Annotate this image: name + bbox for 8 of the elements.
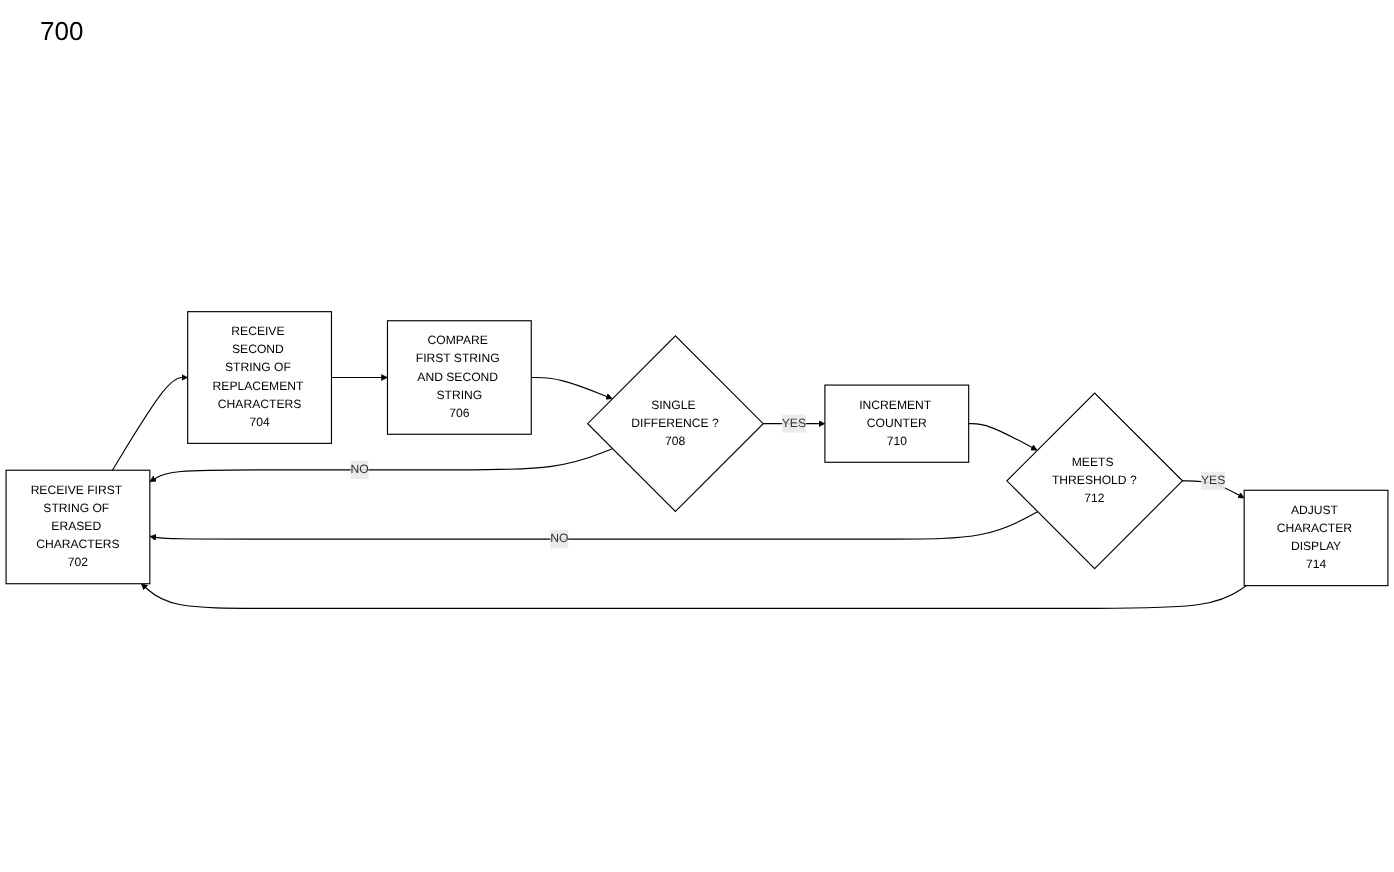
arrow bbox=[968, 423, 1038, 451]
arrow bbox=[149, 511, 1039, 541]
arrow bbox=[111, 374, 188, 471]
arrow bbox=[330, 374, 388, 381]
arrow bbox=[149, 448, 613, 483]
arrow bbox=[530, 376, 613, 400]
figure-number: 700 bbox=[40, 16, 84, 46]
arrow bbox=[141, 583, 1247, 609]
